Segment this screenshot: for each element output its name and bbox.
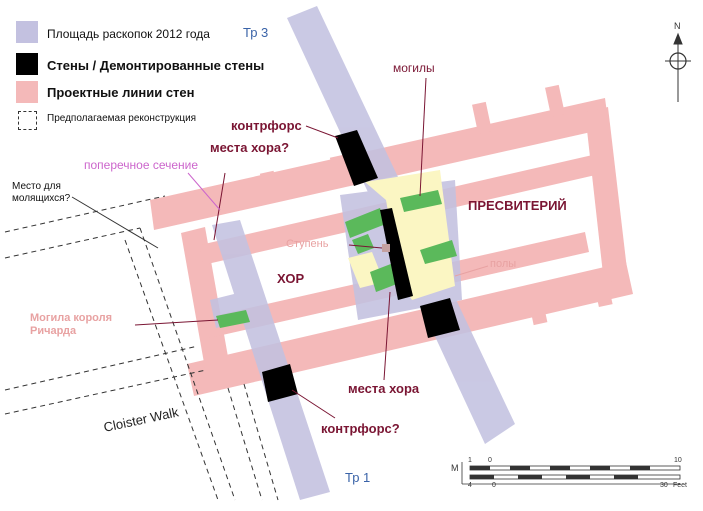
grave-1 bbox=[400, 190, 442, 212]
leader-poly bbox=[454, 265, 489, 277]
recon-line-1 bbox=[4, 195, 166, 233]
leader-stupen bbox=[348, 244, 383, 249]
legend-swatch-excavation bbox=[16, 21, 38, 43]
step-marker bbox=[382, 244, 390, 252]
buttress-east bbox=[420, 298, 460, 338]
buttress-label: контрфорс bbox=[231, 118, 302, 133]
recon-line-7 bbox=[227, 387, 263, 501]
legend-label-reconstruction: Предполагаемая реконструкция bbox=[47, 113, 197, 124]
scale-bottom-tick-0: 0 bbox=[492, 482, 496, 489]
grave-4 bbox=[420, 240, 457, 264]
scale-unit-feet: Feet bbox=[673, 482, 688, 489]
choir-stalls-question-label: места хора? bbox=[210, 140, 290, 155]
buttress-stub-1 bbox=[259, 170, 279, 196]
scale-top-tick-1: 1 bbox=[468, 457, 472, 464]
buttress-stub-2 bbox=[329, 154, 349, 180]
cross-section-label: поперечное сечение bbox=[84, 158, 199, 172]
scale-bottom-tick-30: 30 bbox=[660, 482, 668, 489]
scale-bar-bottom-seg-1 bbox=[470, 475, 494, 479]
royal-grave-label-line-1: Могила короля bbox=[30, 312, 113, 324]
leader-mesta-hora bbox=[383, 291, 391, 381]
walls bbox=[262, 130, 460, 402]
worship-place-label-line-2: молящихся? bbox=[12, 193, 71, 204]
leader-kontrfors bbox=[305, 125, 339, 139]
scale-top-tick-0: 0 bbox=[488, 457, 492, 464]
legend-label-projected: Проектные линии стен bbox=[47, 85, 195, 100]
nave-south-wall bbox=[187, 262, 633, 396]
worship-place-label-line-1: Место для bbox=[12, 181, 61, 192]
recon-line-8 bbox=[243, 383, 279, 501]
buttress-stub-3 bbox=[472, 101, 492, 135]
scale-top-tick-10: 10 bbox=[674, 457, 682, 464]
scale-bottom-tick-4: 4 bbox=[468, 482, 472, 489]
buttress-stub-6 bbox=[591, 268, 613, 308]
choir-west-wall bbox=[181, 227, 233, 391]
leader-mogila bbox=[134, 319, 219, 326]
legend-swatch-projected bbox=[16, 81, 38, 103]
buttress-south bbox=[262, 364, 298, 402]
trench-1-label: Тр 1 bbox=[345, 470, 371, 485]
scale-unit-m: M bbox=[451, 463, 459, 473]
scale-bar-top-seg-2 bbox=[510, 466, 530, 470]
step-label: Ступень bbox=[286, 238, 329, 250]
reconstruction-lines bbox=[4, 195, 279, 501]
scale-bar-top-seg-4 bbox=[590, 466, 610, 470]
buttress-stub-5 bbox=[526, 288, 548, 326]
legend-swatch-walls bbox=[16, 53, 38, 75]
recon-line-6 bbox=[4, 369, 207, 415]
legend-swatch-reconstruction bbox=[18, 111, 37, 130]
royal-grave-label-line-2: Ричарда bbox=[30, 325, 77, 337]
presbytery-east-wall bbox=[585, 107, 628, 283]
scale-bar bbox=[461, 462, 681, 485]
recon-line-2 bbox=[4, 227, 141, 259]
trench-3-label: Тр 3 bbox=[243, 25, 269, 40]
north-arrow-head bbox=[673, 32, 683, 45]
grave-royal bbox=[216, 310, 250, 328]
recon-line-3 bbox=[139, 227, 236, 501]
buttress-question-label: контрфорс? bbox=[321, 421, 400, 436]
scale-bar-top-seg-3 bbox=[550, 466, 570, 470]
choir-label: ХОР bbox=[277, 271, 305, 286]
central-wall bbox=[380, 208, 413, 300]
scale-bar-bottom-seg-4 bbox=[614, 475, 638, 479]
floors-label: полы bbox=[490, 258, 517, 270]
buttress-north bbox=[335, 130, 378, 186]
legend-label-walls: Стены / Демонтированные стены bbox=[47, 58, 265, 73]
north-arrow bbox=[665, 32, 691, 102]
choir-stalls-label: места хора bbox=[348, 381, 420, 396]
scale-bar-top-seg-1 bbox=[470, 466, 490, 470]
leader-poperechnoe bbox=[187, 172, 221, 211]
scale-bar-bottom-seg-3 bbox=[566, 475, 590, 479]
leader-kontrfors-q bbox=[291, 389, 336, 419]
scale-bar-bottom-seg-2 bbox=[518, 475, 542, 479]
graves-label: могилы bbox=[393, 61, 435, 75]
leader-lines bbox=[71, 77, 489, 419]
presbytery-label: ПРЕСВИТЕРИЙ bbox=[468, 198, 567, 213]
grave-2 bbox=[345, 208, 386, 238]
grave-3 bbox=[352, 234, 374, 254]
leader-mogily bbox=[419, 77, 427, 197]
north-arrow-circle bbox=[669, 52, 687, 70]
leader-mesto bbox=[71, 196, 159, 249]
buttress-stub-4 bbox=[545, 84, 565, 118]
legend-label-excavation: Площадь раскопок 2012 года bbox=[47, 27, 210, 41]
recon-line-4 bbox=[124, 239, 219, 501]
north-label: N bbox=[674, 21, 681, 31]
leader-mesta-hora-q bbox=[213, 172, 226, 241]
scale-bar-top-seg-5 bbox=[630, 466, 650, 470]
trench-1 bbox=[212, 220, 330, 500]
recon-line-5 bbox=[4, 345, 199, 391]
